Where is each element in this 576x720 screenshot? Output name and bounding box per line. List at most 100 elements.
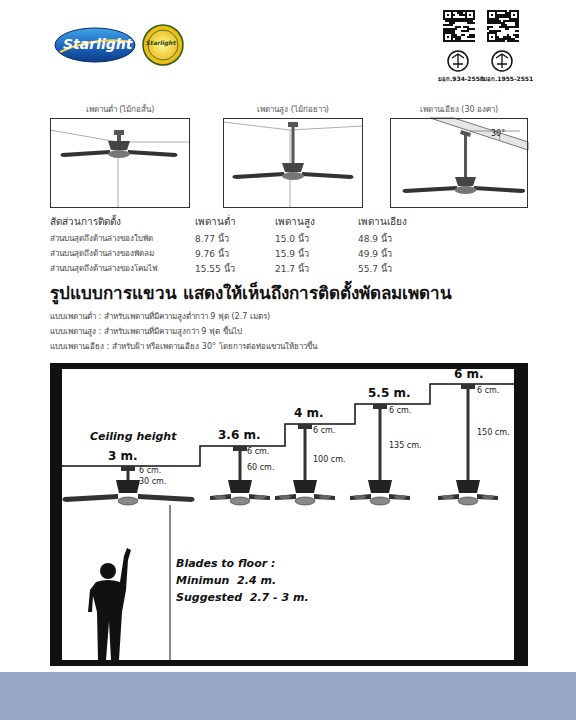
qr-module [473,40,475,42]
qr-module [495,34,497,36]
qr-module [443,30,445,32]
qr-module [451,36,453,38]
qr-module [517,14,519,16]
qr-module [491,36,493,38]
dimension: 6 cm. [477,386,499,395]
qr-module [487,34,489,36]
page-title: รูปแบบการแขวน แสดงให้เห็นถึงการติดตั้งพั… [50,284,452,304]
qr-module [471,10,473,12]
qr-module [493,22,495,24]
qr-module [515,24,517,26]
qr-module [471,28,473,30]
qr-module [443,34,445,36]
qr-module [445,10,447,12]
qr-module [507,34,509,36]
qr-module [451,24,453,26]
qr-module [449,22,451,24]
qr-module [443,18,445,20]
qr-module [517,20,519,22]
note: แบบเพดานสูง : สำหรับเพดานที่มีความสูงกว่… [50,327,242,336]
high-ceiling-fan [232,122,353,180]
qr-module [491,32,493,34]
qr-module [487,26,489,28]
qr-module [489,32,491,34]
high-ceiling-sketch [223,122,363,208]
qr-module [501,24,503,26]
qr-module [451,22,453,24]
qr-module [465,16,467,18]
qr-module [517,40,519,42]
qr-module [507,20,509,22]
qr-module [465,14,467,16]
qr-module [473,16,475,18]
qr-module [487,14,489,16]
qr-module [447,24,449,26]
angle-label: 30° [491,129,505,138]
qr-module [497,18,499,20]
sloped-ceiling-fan [402,130,525,194]
qr-module [487,20,489,22]
ceiling-panel: เพดานต่ำ (ไม้ก่อสั้น) [50,118,190,208]
qr-module [517,22,519,24]
qr-module [513,34,515,36]
qr-module [461,34,463,36]
qr-module [443,16,445,18]
qr-module [455,10,457,12]
qr-module [445,32,447,34]
table-cell: ส่วนบนสุดถึงด้านล่างของพัดลม [50,249,154,258]
qr-module [459,40,461,42]
blade-note: Minimun 2.4 m. [176,575,276,588]
qr-module [495,10,497,12]
qr-module [471,34,473,36]
qr-module [467,36,469,38]
qr-module [501,14,503,16]
qr-module [509,26,511,28]
qr-module [471,36,473,38]
dimension: 150 cm. [477,428,510,437]
footer-band [0,672,576,720]
ceiling-height: 3.6 m. [218,429,261,443]
qr-module [497,36,499,38]
qr-module [495,14,497,16]
qr-module [467,10,469,12]
qr-module [449,40,451,42]
qr-module [511,40,513,42]
qr-module [443,36,445,38]
table-cell: 9.76 นิ้ว [195,249,229,259]
qr-module [463,30,465,32]
qr-module [449,32,451,34]
qr-module [445,20,447,22]
qr-module [455,28,457,30]
qr-module [493,30,495,32]
qr-module [515,22,517,24]
qr-module [455,36,457,38]
table-cell: 8.77 นิ้ว [195,234,229,244]
qr-module [473,12,475,14]
table-cell: 55.7 นิ้ว [358,264,392,274]
qr-module [499,40,501,42]
qr-module [505,38,507,40]
person-silhouette [88,548,131,660]
qr-module [515,20,517,22]
qr-module [447,40,449,42]
qr-module [503,24,505,26]
qr-module [515,30,517,32]
qr-module [497,40,499,42]
qr-module [503,14,505,16]
qr-module [451,40,453,42]
qr-module [487,16,489,18]
qr-module [469,18,471,20]
qr-module [495,40,497,42]
qr-module [451,12,453,14]
qr-module [451,28,453,30]
qr-module [449,20,451,22]
qr-module [465,20,467,22]
qr-module [465,12,467,14]
qr-module [459,20,461,22]
qr-module [473,34,475,36]
qr-module [459,18,461,20]
logo-text: Starlight [63,36,132,52]
qr-module [511,38,513,40]
dimension: 135 cm. [389,441,422,450]
qr-module [449,24,451,26]
